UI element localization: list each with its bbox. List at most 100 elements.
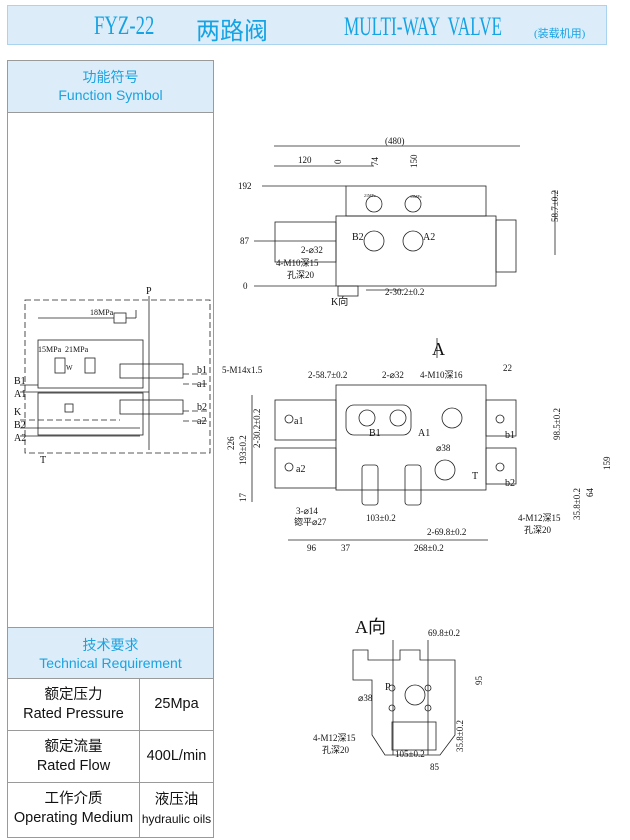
value: 400L/min [146, 748, 207, 764]
model-number: FYZ-22 [94, 11, 155, 40]
port-a2: a2 [197, 416, 206, 427]
gauge-21mpa: 21MPa [364, 193, 376, 198]
hole-depth: 孔深20 [524, 525, 552, 535]
thread-m12: 4-M12深15 [518, 513, 561, 523]
port-b1: b1 [505, 430, 515, 441]
dim-0: 0 [333, 159, 343, 164]
dim-105: 105±0.2 [395, 749, 425, 759]
dim-95: 95 [474, 676, 484, 686]
front-view-drawing: A 5-M14x1.5 2-58.7±0.2 2-⌀32 4-M10深16 22… [222, 338, 612, 553]
value: 25Mpa [154, 696, 199, 712]
top-view-drawing: (480) 120 0 74 150 192 87 0 58.7±0.2 B2 … [238, 136, 560, 308]
dim-35-8: 35.8±0.2 [572, 488, 582, 520]
dim-35-8: 35.8±0.2 [455, 720, 465, 752]
thread-m14: 5-M14x1.5 [222, 365, 263, 375]
heading-en: Technical Requirement [39, 655, 182, 671]
dim-69-8: 2-69.8±0.2 [427, 527, 466, 537]
dim-0-vertical: 0 [243, 281, 248, 291]
spec-row-pressure: 额定压力 Rated Pressure 25Mpa [8, 679, 213, 731]
dim-58-7: 58.7±0.2 [550, 190, 560, 222]
spec-panel: 功能符号 Function Symbol 技术要求 Technical Requ… [7, 60, 214, 838]
port-T: T [472, 471, 478, 482]
thread-m10: 4-M10深16 [420, 370, 463, 380]
a-view-title: A向 [355, 617, 386, 637]
dim-159: 159 [602, 456, 612, 470]
relief-pressure: 18MPa [90, 308, 114, 317]
dim-holes: 2-⌀32 [382, 370, 404, 380]
title-bar: FYZ-22 两路阀 MULTI-WAY VALVE (装载机用) [7, 5, 607, 45]
dim-150: 150 [409, 154, 419, 168]
heading-en: Function Symbol [58, 87, 163, 103]
port-A1: A1 [14, 389, 26, 400]
dim-226: 226 [226, 436, 236, 450]
spec-row-medium: 工作介质 Operating Medium 液压油 hydraulic oils [8, 783, 213, 837]
function-symbol-header: 功能符号 Function Symbol [8, 61, 213, 113]
dim-30-2: 2-30.2±0.2 [252, 409, 262, 448]
port-a2: a2 [296, 464, 305, 475]
port-b2: b2 [197, 402, 207, 413]
port-B2: B2 [352, 232, 364, 243]
heading-cn: 功能符号 [82, 69, 139, 85]
thread-spec: 4-M10深15 [276, 258, 319, 268]
arrow-a-label: A [432, 339, 445, 359]
dim-103: 103±0.2 [366, 513, 396, 523]
hole-depth: 孔深20 [287, 270, 315, 280]
gauge-15mpa: 15MPa [410, 194, 422, 199]
dim-pitch: 2-30.2±0.2 [385, 287, 424, 297]
port-a1: a1 [294, 416, 303, 427]
port-A2: A2 [423, 232, 435, 243]
technical-header: 技术要求 Technical Requirement [8, 627, 213, 679]
spring-label: W [66, 364, 73, 372]
dim-64: 64 [585, 488, 595, 498]
port-K: K [14, 407, 22, 418]
title-subtitle: (装载机用) [534, 28, 586, 40]
pressure-21: 21MPa [65, 345, 89, 354]
port-T: T [40, 455, 46, 466]
port-p: P [146, 286, 152, 297]
port-P: P [385, 682, 391, 693]
port-B2: B2 [14, 420, 26, 431]
dim-85: 85 [430, 762, 440, 772]
label-cn: 额定流量 [44, 739, 103, 755]
label-en: Rated Flow [36, 758, 111, 774]
hydraulic-schematic: P 18MPa 15MPa 21MPa B1 A1 K B2 A2 b1 a1 … [14, 286, 211, 466]
port-B1: B1 [14, 376, 26, 387]
dim-d14: 3-⌀14 [296, 506, 318, 516]
a-view-drawing: A向 69.8±0.2 95 P ⌀38 4-M12深15 孔深20 35.8±… [313, 617, 484, 772]
dim-holes: 2-⌀32 [301, 245, 323, 255]
dim-98-5: 98.5±0.2 [552, 408, 562, 440]
k-view-label: K向 [331, 295, 348, 308]
dim-120: 120 [298, 155, 312, 165]
heading-cn: 技术要求 [82, 637, 139, 653]
spec-row-flow: 额定流量 Rated Flow 400L/min [8, 731, 213, 783]
label-en: Operating Medium [13, 810, 134, 826]
thread-m12: 4-M12深15 [313, 733, 356, 743]
dim-69-8: 69.8±0.2 [428, 628, 460, 638]
port-b1: b1 [197, 365, 207, 376]
label-cn: 额定压力 [44, 687, 103, 703]
dim-22: 22 [503, 363, 512, 373]
dim-87: 87 [240, 236, 250, 246]
title-cn: 两路阀 [196, 19, 268, 45]
dim-spotface: 锪平⌀27 [294, 516, 327, 527]
dim-d38: ⌀38 [436, 443, 451, 453]
dim-58-7: 2-58.7±0.2 [308, 370, 347, 380]
dim-268: 268±0.2 [414, 543, 444, 553]
title-en: MULTI-WAY VALVE [344, 12, 502, 41]
dim-192: 192 [238, 181, 252, 191]
dim-17: 17 [238, 493, 248, 503]
dim-96: 96 [307, 543, 317, 553]
port-b2: b2 [505, 478, 515, 489]
port-B1: B1 [369, 428, 381, 439]
port-A2: A2 [14, 433, 26, 444]
pressure-15: 15MPa [38, 345, 62, 354]
port-a1: a1 [197, 379, 206, 390]
value-en: hydraulic oils [141, 812, 212, 826]
dim-74: 74 [370, 157, 380, 167]
dim-37: 37 [341, 543, 351, 553]
label-cn: 工作介质 [44, 791, 103, 807]
dim-d38: ⌀38 [358, 693, 373, 703]
dim-193: 193±0.2 [238, 435, 248, 465]
value: 液压油 [154, 792, 199, 808]
label-en: Rated Pressure [23, 706, 124, 722]
